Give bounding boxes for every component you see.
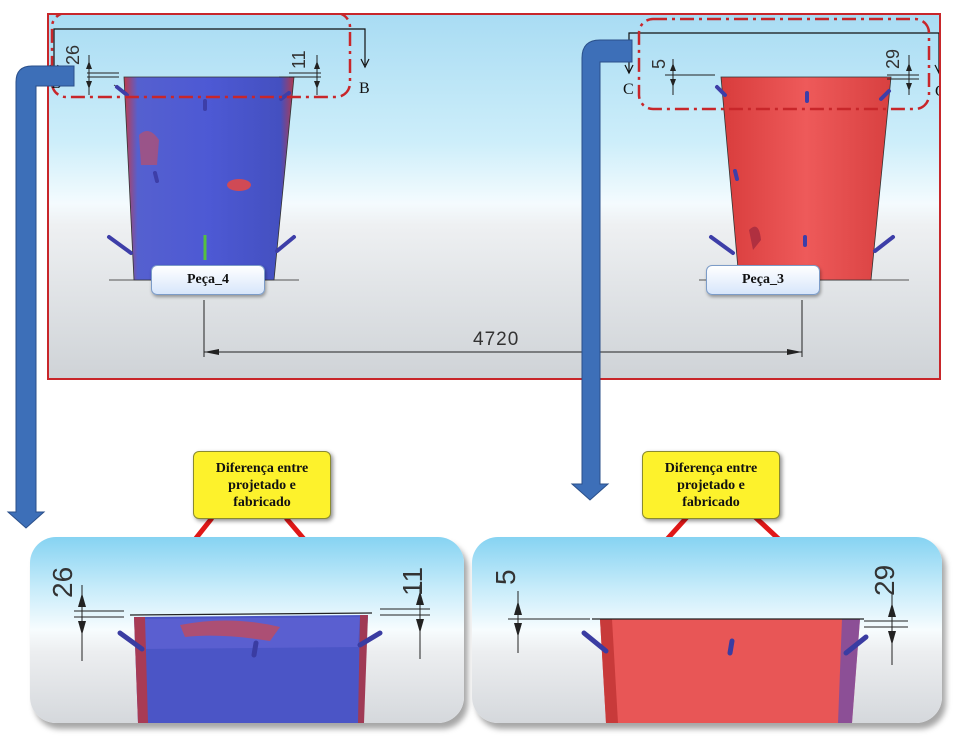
right-flow-arrow [570,39,633,501]
part-3-body [720,76,892,281]
top-view-drawing [49,15,939,357]
section-c-right: C [935,83,939,101]
section-b-right: B [359,80,370,97]
zoom-right-dim-a: 5 [490,569,521,585]
distance-value: 4720 [473,329,520,350]
part-4-label: Peça_4 [151,265,265,295]
zoom-left-dim-b: 11 [397,566,428,596]
zoom-right-dim-b: 29 [869,564,900,596]
left-flow-arrow [6,65,75,529]
zoom-left-dim-a: 26 [47,566,78,598]
callout-right: Diferença entre projetado e fabricado [642,451,780,519]
top-view-panel: 26 11 5 29 B B C C Peça_4 Peça_3 4720 [47,13,941,380]
zoom-part-3-body [600,619,860,723]
part-4-body [123,76,295,281]
part-3-label: Peça_3 [706,265,820,295]
callout-left: Diferença entre projetado e fabricado [193,451,331,519]
zoom-panel-left: 26 11 [30,537,464,723]
zoom-panel-right: 5 29 [472,537,942,723]
section-c-left: C [623,81,634,98]
